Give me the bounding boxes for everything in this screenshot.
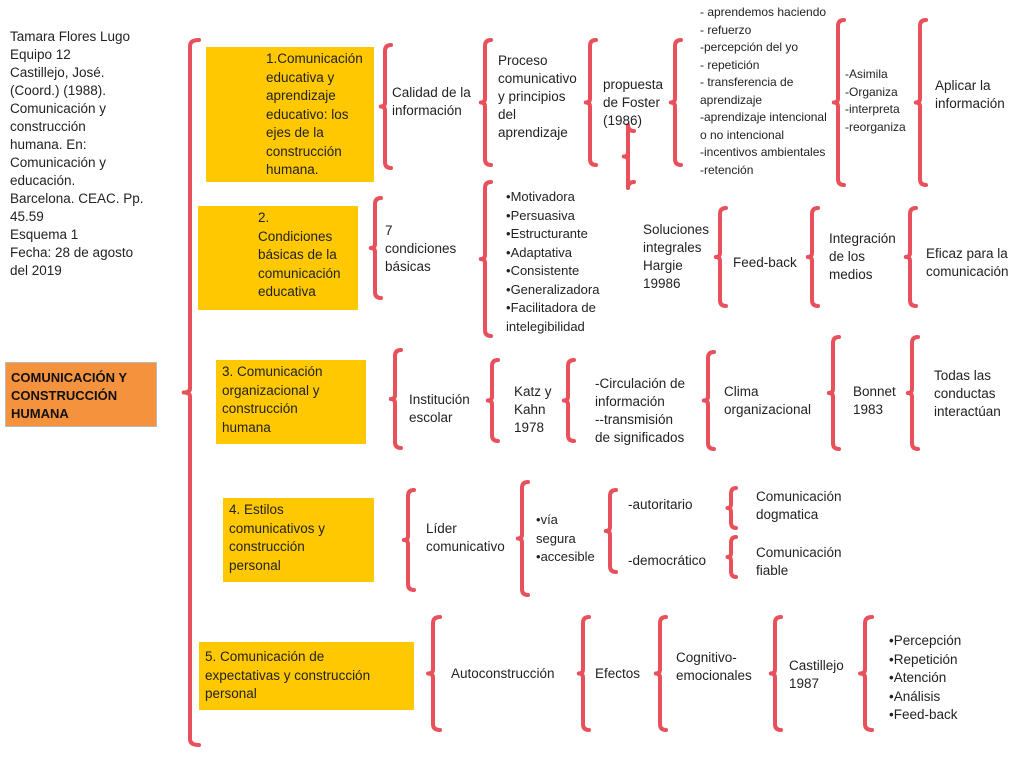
brace: [768, 615, 783, 732]
branch2-conditions-list: Motivadora Persuasiva Estructurante Adap…: [506, 188, 599, 336]
branch1-calidad: Calidad de la información: [392, 85, 471, 118]
condition-item: Consistente: [506, 262, 599, 281]
branch1-aplicar: Aplicar la información: [935, 78, 1005, 111]
branch1-propuesta: propuesta de Foster (1986): [603, 77, 664, 128]
brace: [858, 615, 874, 732]
branch3-bonnet: Bonnet 1983: [853, 384, 896, 417]
branch4-lider: Líder comunicativo: [426, 521, 505, 554]
branch3-katz: Katz y Kahn 1978: [514, 384, 552, 435]
brace: [485, 358, 500, 443]
brace: [831, 18, 846, 187]
brace: [713, 206, 728, 308]
brace: [603, 488, 618, 574]
brace: [903, 206, 918, 308]
brace: [913, 18, 928, 187]
branch4-autoritario: -autoritario: [628, 497, 693, 512]
brace: [426, 615, 442, 732]
brace: [368, 196, 383, 300]
condition-item: Facilitadora de intelegibilidad: [506, 299, 599, 336]
branch4-fiable: Comunicación fiable: [756, 545, 842, 578]
brace: [805, 206, 820, 308]
branch4-title-box: 4. Estilos comunicativos y construcción …: [223, 498, 374, 582]
brace: [378, 43, 393, 170]
branch2-soluciones: Soluciones integrales Hargie 19986: [643, 222, 710, 291]
brace: [478, 180, 493, 338]
brace: [561, 358, 576, 443]
branch5-auto: Autoconstrucción: [451, 666, 555, 681]
condition-item: Generalizadora: [506, 281, 600, 300]
branch5-efectos: Efectos: [595, 666, 641, 681]
branch2-siete: 7 condiciones básicas: [385, 223, 457, 274]
brace: [668, 38, 683, 167]
branch5-items-list: Percepción Repetición Atención Análisis …: [889, 632, 962, 725]
branch5-title-box: 5. Comunicación de expectativas y constr…: [199, 642, 414, 710]
brace: [388, 348, 403, 450]
condition-item: Adaptativa: [506, 244, 599, 263]
brace: [725, 486, 738, 530]
branch5-item: Percepción: [889, 632, 962, 651]
brace: [181, 38, 201, 747]
condition-item: Motivadora: [506, 188, 599, 207]
citation-text: Tamara Flores Lugo Equipo 12 Castillejo,…: [10, 29, 144, 278]
branch5-item: Repetición: [889, 651, 961, 670]
condition-item: Estructurante: [506, 225, 599, 244]
brace: [515, 480, 530, 597]
branch3-circulacion: -Circulación de información --transmisió…: [595, 376, 686, 445]
brace: [826, 335, 841, 451]
condition-item: Persuasiva: [506, 207, 599, 226]
brace: [478, 38, 493, 167]
branch3-clima: Clima organizacional: [724, 384, 812, 417]
branch3-title-box: 3. Comunicación organizacional y constru…: [216, 360, 366, 444]
brace: [576, 615, 591, 732]
branch4-via-list: vía segura accesible: [536, 511, 595, 567]
branch2-feedback: Feed-back: [733, 255, 797, 270]
brace: [621, 123, 636, 190]
brace: [905, 335, 920, 451]
branch1-principios: - aprendemos haciendo - refuerzo -percep…: [700, 5, 827, 177]
branch4-democratico: -democrático: [628, 553, 707, 568]
branch5-item: Feed-back: [889, 706, 961, 725]
branch2-integracion: Integración de los medios: [829, 231, 896, 282]
branch3-todas: Todas las conductas interactúan: [934, 368, 1001, 419]
branch3-institucion: Institución escolar: [409, 392, 470, 425]
branch5-item: Atención: [889, 669, 961, 688]
via-item: vía segura: [536, 511, 595, 548]
branch4-dogmatica: Comunicación dogmatica: [756, 489, 842, 522]
brace: [401, 488, 416, 592]
branch1-asimila: -Asimila -Organiza -interpreta -reorgani…: [845, 67, 906, 134]
branch2-title-box: 2. Condiciones básicas de la comunicació…: [198, 206, 358, 310]
central-topic-box: COMUNICACIÓN Y CONSTRUCCIÓN HUMANA: [5, 362, 157, 427]
brace: [653, 615, 668, 732]
branch5-cognitivo: Cognitivo- emocionales: [676, 650, 752, 683]
branch1-title-box: 1.Comunicación educativa y aprendizaje e…: [206, 47, 374, 182]
via-item: accesible: [536, 548, 595, 567]
brace: [725, 535, 738, 579]
branch2-eficaz: Eficaz para la comunicación: [926, 246, 1009, 279]
brace: [701, 350, 716, 451]
branch5-item: Análisis: [889, 688, 961, 707]
brace: [583, 38, 598, 167]
branch1-proceso: Proceso comunicativo y principios del ap…: [498, 53, 577, 140]
branch5-castillejo: Castillejo 1987: [789, 658, 844, 691]
